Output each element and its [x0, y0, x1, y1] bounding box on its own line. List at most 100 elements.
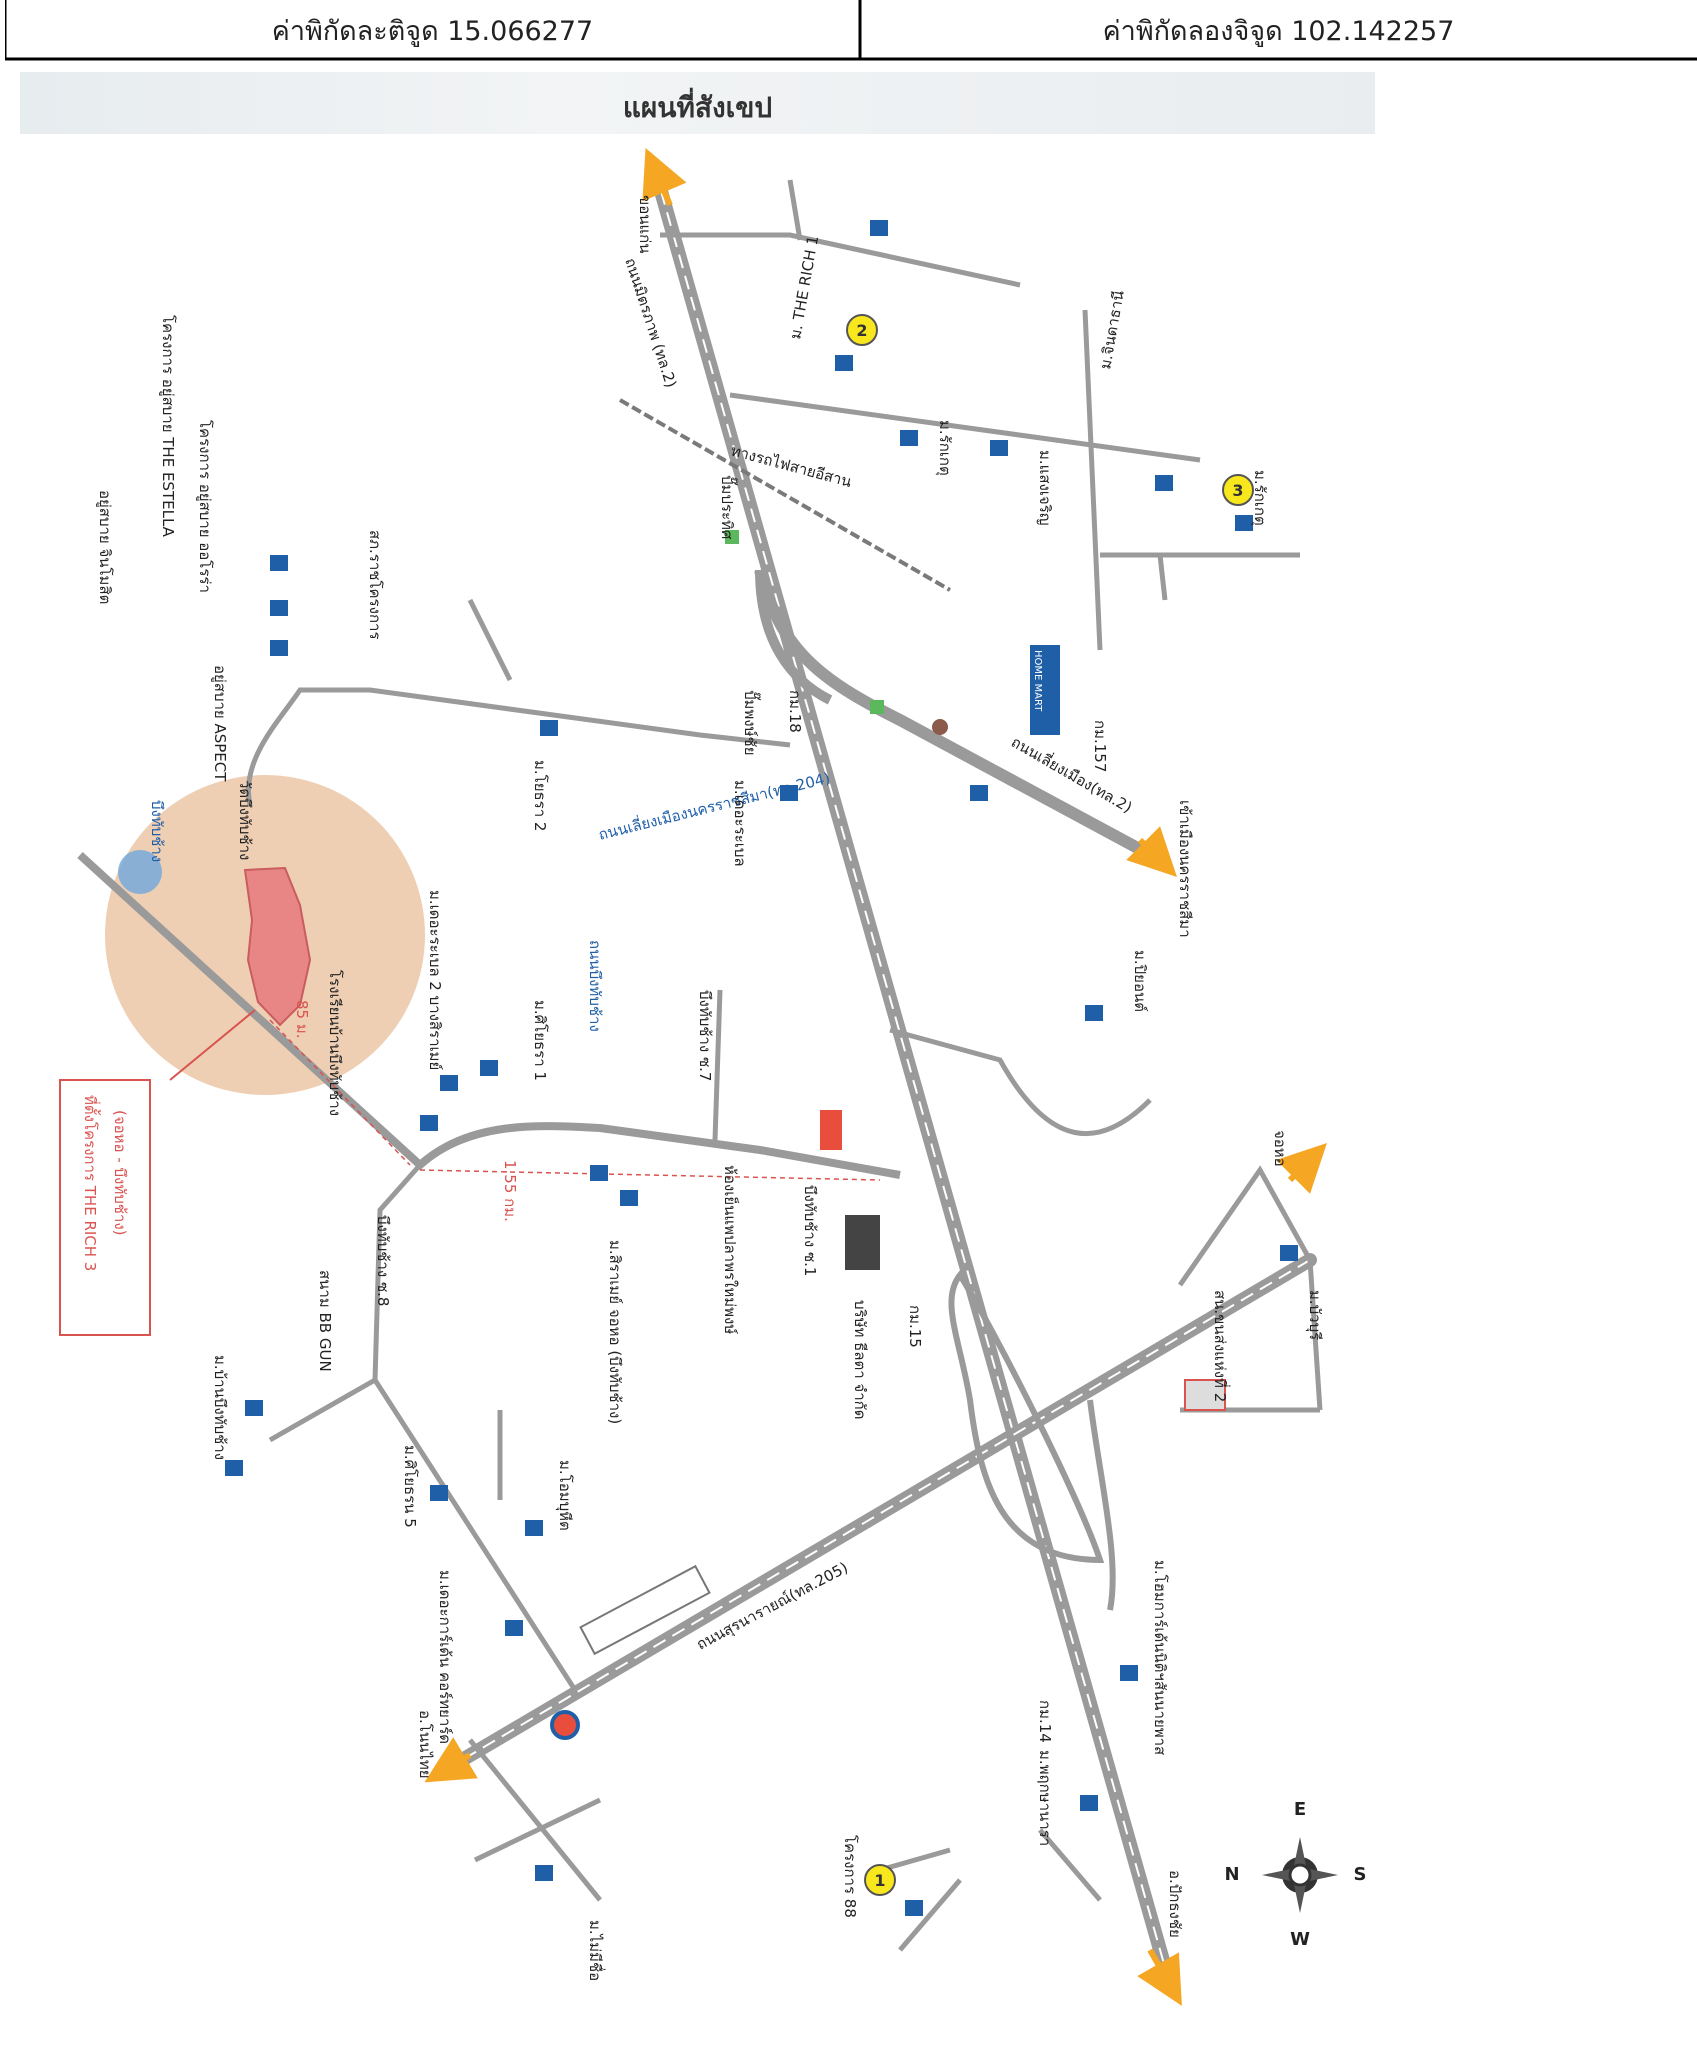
label-yu-sabai-jinda: อยู่สบาย จินโมสิต [96, 490, 114, 604]
compass-w: W [1290, 1929, 1310, 1950]
label-bypass: ถนนเลี่ยงเมือง(ทล.2) [1008, 731, 1136, 817]
longitude-label: ค่าพิกัดลองจิจูด 102.142257 [1102, 15, 1455, 47]
label-home-mart: HOME MART [1032, 650, 1043, 712]
police-station-icon [1184, 1379, 1226, 1411]
house-icon [990, 440, 1008, 456]
label-nakhon-bypass: ถนนเลี่ยงเมืองนครราชสีมา(ทล.204) [596, 767, 832, 844]
marker-1[interactable] [864, 1864, 896, 1896]
house-icon [270, 640, 288, 656]
road-bypass [754, 568, 1163, 866]
label-police-box: สภ.ราชโครงการ [366, 530, 384, 640]
pump-icon [725, 530, 739, 544]
road-mittraphap [648, 163, 1177, 1992]
house-icon [480, 1060, 498, 1076]
house-icon [780, 785, 798, 801]
label-mai-mi: ม.ไม่มีชื่อ [586, 1920, 606, 1981]
house-icon [1085, 1005, 1103, 1021]
compass-s: S [1354, 1864, 1367, 1885]
label-km15: กม.15 [906, 1305, 924, 1348]
house-icon [835, 355, 853, 371]
label-home-garden: ม.โฮมการ์เด้นนิติฯสันนายพาส [1151, 1560, 1169, 1755]
house-icon [1155, 475, 1173, 491]
map-title: แผนที่สังเขป [622, 91, 773, 124]
label-rak-ket: ม.รักเกตุ [935, 420, 954, 476]
label-ban-bueng: ม.บ้านบึงทับช้าง [211, 1355, 229, 1460]
label-hospital: ห้องเย็นแพปลาพรใหม่พงษ์ [721, 1165, 740, 1335]
house-icon [540, 720, 558, 736]
house-icon [870, 220, 888, 236]
house-icon [430, 1485, 448, 1501]
callout-distance-route: 1.55 กม. [501, 1160, 519, 1222]
callout-line-2: (จอหอ - บึงทับช้าง) [111, 1110, 129, 1236]
label-aspect: อยู่สบาย ASPECT [211, 665, 229, 782]
house-icon [620, 1190, 638, 1206]
house-icon [1120, 1665, 1138, 1681]
callout-line-1: ที่ตั้งโครงการ THE RICH 3 [81, 1095, 101, 1271]
label-soi-7: บึงทับช้าง ซ.7 [696, 990, 714, 1081]
compass-rose [1262, 1837, 1338, 1913]
label-khon-kaen: ขอนแก่น [636, 195, 654, 254]
pump-icon [870, 700, 884, 714]
pond [118, 850, 162, 894]
label-soi-1: บึงทับช้าง ซ.1 [801, 1185, 819, 1276]
marker-2[interactable] [846, 314, 878, 346]
house-icon [270, 600, 288, 616]
seven-eleven-icon [820, 1110, 842, 1150]
marker-3-label: 3 [1232, 481, 1243, 500]
label-de-ratchaphruek: ม.เดอะระเบล 2 บางสิราเมย์ [426, 890, 444, 1070]
village-icons [225, 220, 1298, 1916]
label-nakhon-city: เข้าเมืองนครราชสีมา [1176, 800, 1194, 938]
label-de-ratchaphruek-2: ม.เดอะระเบล [731, 780, 749, 867]
direction-arrows [424, 147, 1327, 2006]
label-boonnon: ม.บัวบุรี [1305, 1290, 1324, 1340]
callout-distance-small: 85 ม. [293, 1000, 311, 1039]
house-icon [535, 1865, 553, 1881]
label-sino-5: ม.ศิโยธรน 5 [401, 1445, 419, 1528]
label-sirawit: ม.สิราเมย์ จอหอ (บึงทับช้าง) [606, 1240, 624, 1424]
road-bueng-thap-chang [77, 852, 901, 1179]
bridge-icon [579, 1564, 711, 1656]
project-callout[interactable] [59, 1009, 881, 1336]
company-building-icon [845, 1215, 880, 1270]
house-icon [900, 430, 918, 446]
label-phruksa: ม.พฤกษานารา [1036, 1750, 1054, 1846]
latitude-label: ค่าพิกัดละติจูด 15.066277 [271, 15, 594, 47]
label-yodsra-1: ม.ศิโยธรา 1 [531, 1000, 549, 1081]
label-jin-thana: ม.จินดาธานี [1096, 289, 1128, 371]
label-mittraphap: ถนนมิตรภาพ (ทล.2) [621, 256, 680, 390]
house-icon [1235, 515, 1253, 531]
label-school: โรงเรียนบ้านบึงทับช้าง [326, 970, 344, 1116]
label-yu-sabai-orawa: โครงการ อยู่สบาย ออโรร่า [196, 420, 214, 593]
label-pump-2: ปั๊มพงษ์ชัย [741, 690, 761, 755]
label-bueng-thap-chang-road: ถนนบึงทับช้าง [586, 940, 604, 1032]
label-bb-gun: สนาม BB GUN [316, 1270, 334, 1372]
house-icon [1280, 1245, 1298, 1261]
house-icon [505, 1620, 523, 1636]
roundabout-icon [932, 719, 948, 735]
marker-2-label: 2 [856, 321, 867, 340]
coordinate-header: ค่าพิกัดละติจูด 15.066277 ค่าพิกัดลองจิจ… [5, 0, 1697, 62]
compass-e: E [1294, 1799, 1306, 1820]
label-km157: กม.157 [1091, 720, 1109, 772]
label-company: บริษัท ธีลตา จำกัด [851, 1300, 869, 1419]
label-the-estella: โครงการ อยู่สบาย THE ESTELLA [159, 315, 177, 538]
house-icon [905, 1900, 923, 1916]
label-police: สน.ขนส่งแห่งที่ 2 [1211, 1290, 1231, 1402]
marker-3[interactable] [1222, 474, 1254, 506]
coordinate-header-frame [5, 0, 1697, 61]
house-icon [225, 1460, 243, 1476]
gas-station-icon [550, 1710, 580, 1740]
label-non-thai: อ.โนนไทย [416, 1710, 434, 1779]
label-the-rich-1: ม. THE RICH 1 [786, 234, 822, 341]
interchange-loop [948, 1269, 1105, 1564]
house-icon [270, 555, 288, 571]
label-soi-8: บึงทับช้าง ซ.8 [374, 1215, 392, 1306]
label-rak-ket-2: ม.รักเกตุ [1250, 470, 1269, 526]
label-km18: กม.18 [786, 690, 804, 733]
house-icon [590, 1165, 608, 1181]
house-icon [1080, 1795, 1098, 1811]
label-pump-1: ปั๊มประทิศ [718, 475, 738, 540]
compass-n: N [1224, 1864, 1239, 1885]
house-icon [245, 1400, 263, 1416]
